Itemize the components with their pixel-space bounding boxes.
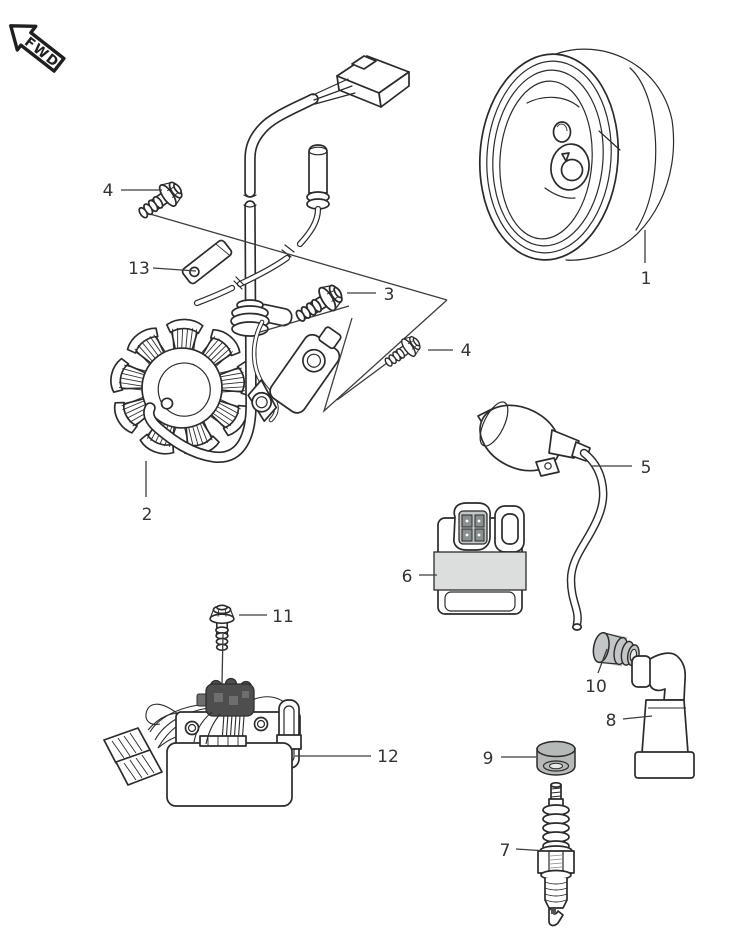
part-label-8: 8 (606, 711, 617, 731)
harness-grommet (230, 299, 293, 337)
pointer-lines (149, 213, 448, 414)
fwd-direction-badge: FWD (9, 24, 66, 73)
coil-wire-end (571, 623, 583, 631)
part-label-7: 7 (500, 841, 511, 861)
leader-8 (622, 715, 653, 720)
part-label-4b: 4 (461, 341, 472, 361)
battery-relay (196, 677, 255, 717)
part-bolt-3 (289, 279, 348, 330)
part-label-9: 9 (483, 749, 494, 769)
leader-10 (597, 648, 608, 674)
part-label-10: 10 (585, 677, 607, 697)
harness-connector (312, 55, 410, 108)
part-label-5: 5 (641, 458, 652, 478)
part-ignition-coil (477, 401, 608, 631)
leader-7 (515, 848, 548, 852)
cdi-pins (461, 514, 485, 542)
part-cdi-unit (433, 502, 527, 615)
cdi-sleeve-band (433, 551, 527, 591)
flywheel-keyhole (560, 158, 584, 182)
part-stator (106, 318, 257, 460)
part-bolt-4-right (379, 331, 425, 373)
part-spark-plug-cap (631, 652, 695, 779)
bracket-hole-upper (302, 348, 326, 373)
part-battery-assembly (103, 677, 302, 807)
part-bolt-11 (209, 604, 235, 651)
part-flywheel-rotor (478, 48, 675, 261)
battery-connector-left-lower (115, 749, 163, 786)
part-label-3: 3 (384, 285, 395, 305)
clip-hole (189, 266, 200, 278)
flywheel-hole (552, 121, 572, 143)
part-label-4a: 4 (103, 181, 114, 201)
part-spark-plug (537, 781, 575, 927)
fwd-arrow-icon (9, 24, 66, 73)
part-label-13: 13 (128, 259, 150, 279)
pointer-11-to-relay (221, 633, 224, 685)
part-label-12: 12 (377, 747, 399, 767)
part-label-2: 2 (142, 505, 153, 525)
stator-mount-hole (160, 397, 174, 410)
part-label-6: 6 (402, 567, 413, 587)
part-rubber-seal (536, 740, 576, 776)
battery-box (166, 742, 293, 807)
part-label-11: 11 (272, 607, 294, 627)
part-label-1: 1 (641, 269, 652, 289)
pickup-lead (193, 144, 330, 307)
part-clip-plate (181, 239, 233, 285)
coil-bracket (247, 326, 342, 423)
stator-wire-harness (143, 55, 410, 463)
bracket-hole-lower (251, 391, 272, 413)
leader-13 (152, 267, 197, 272)
